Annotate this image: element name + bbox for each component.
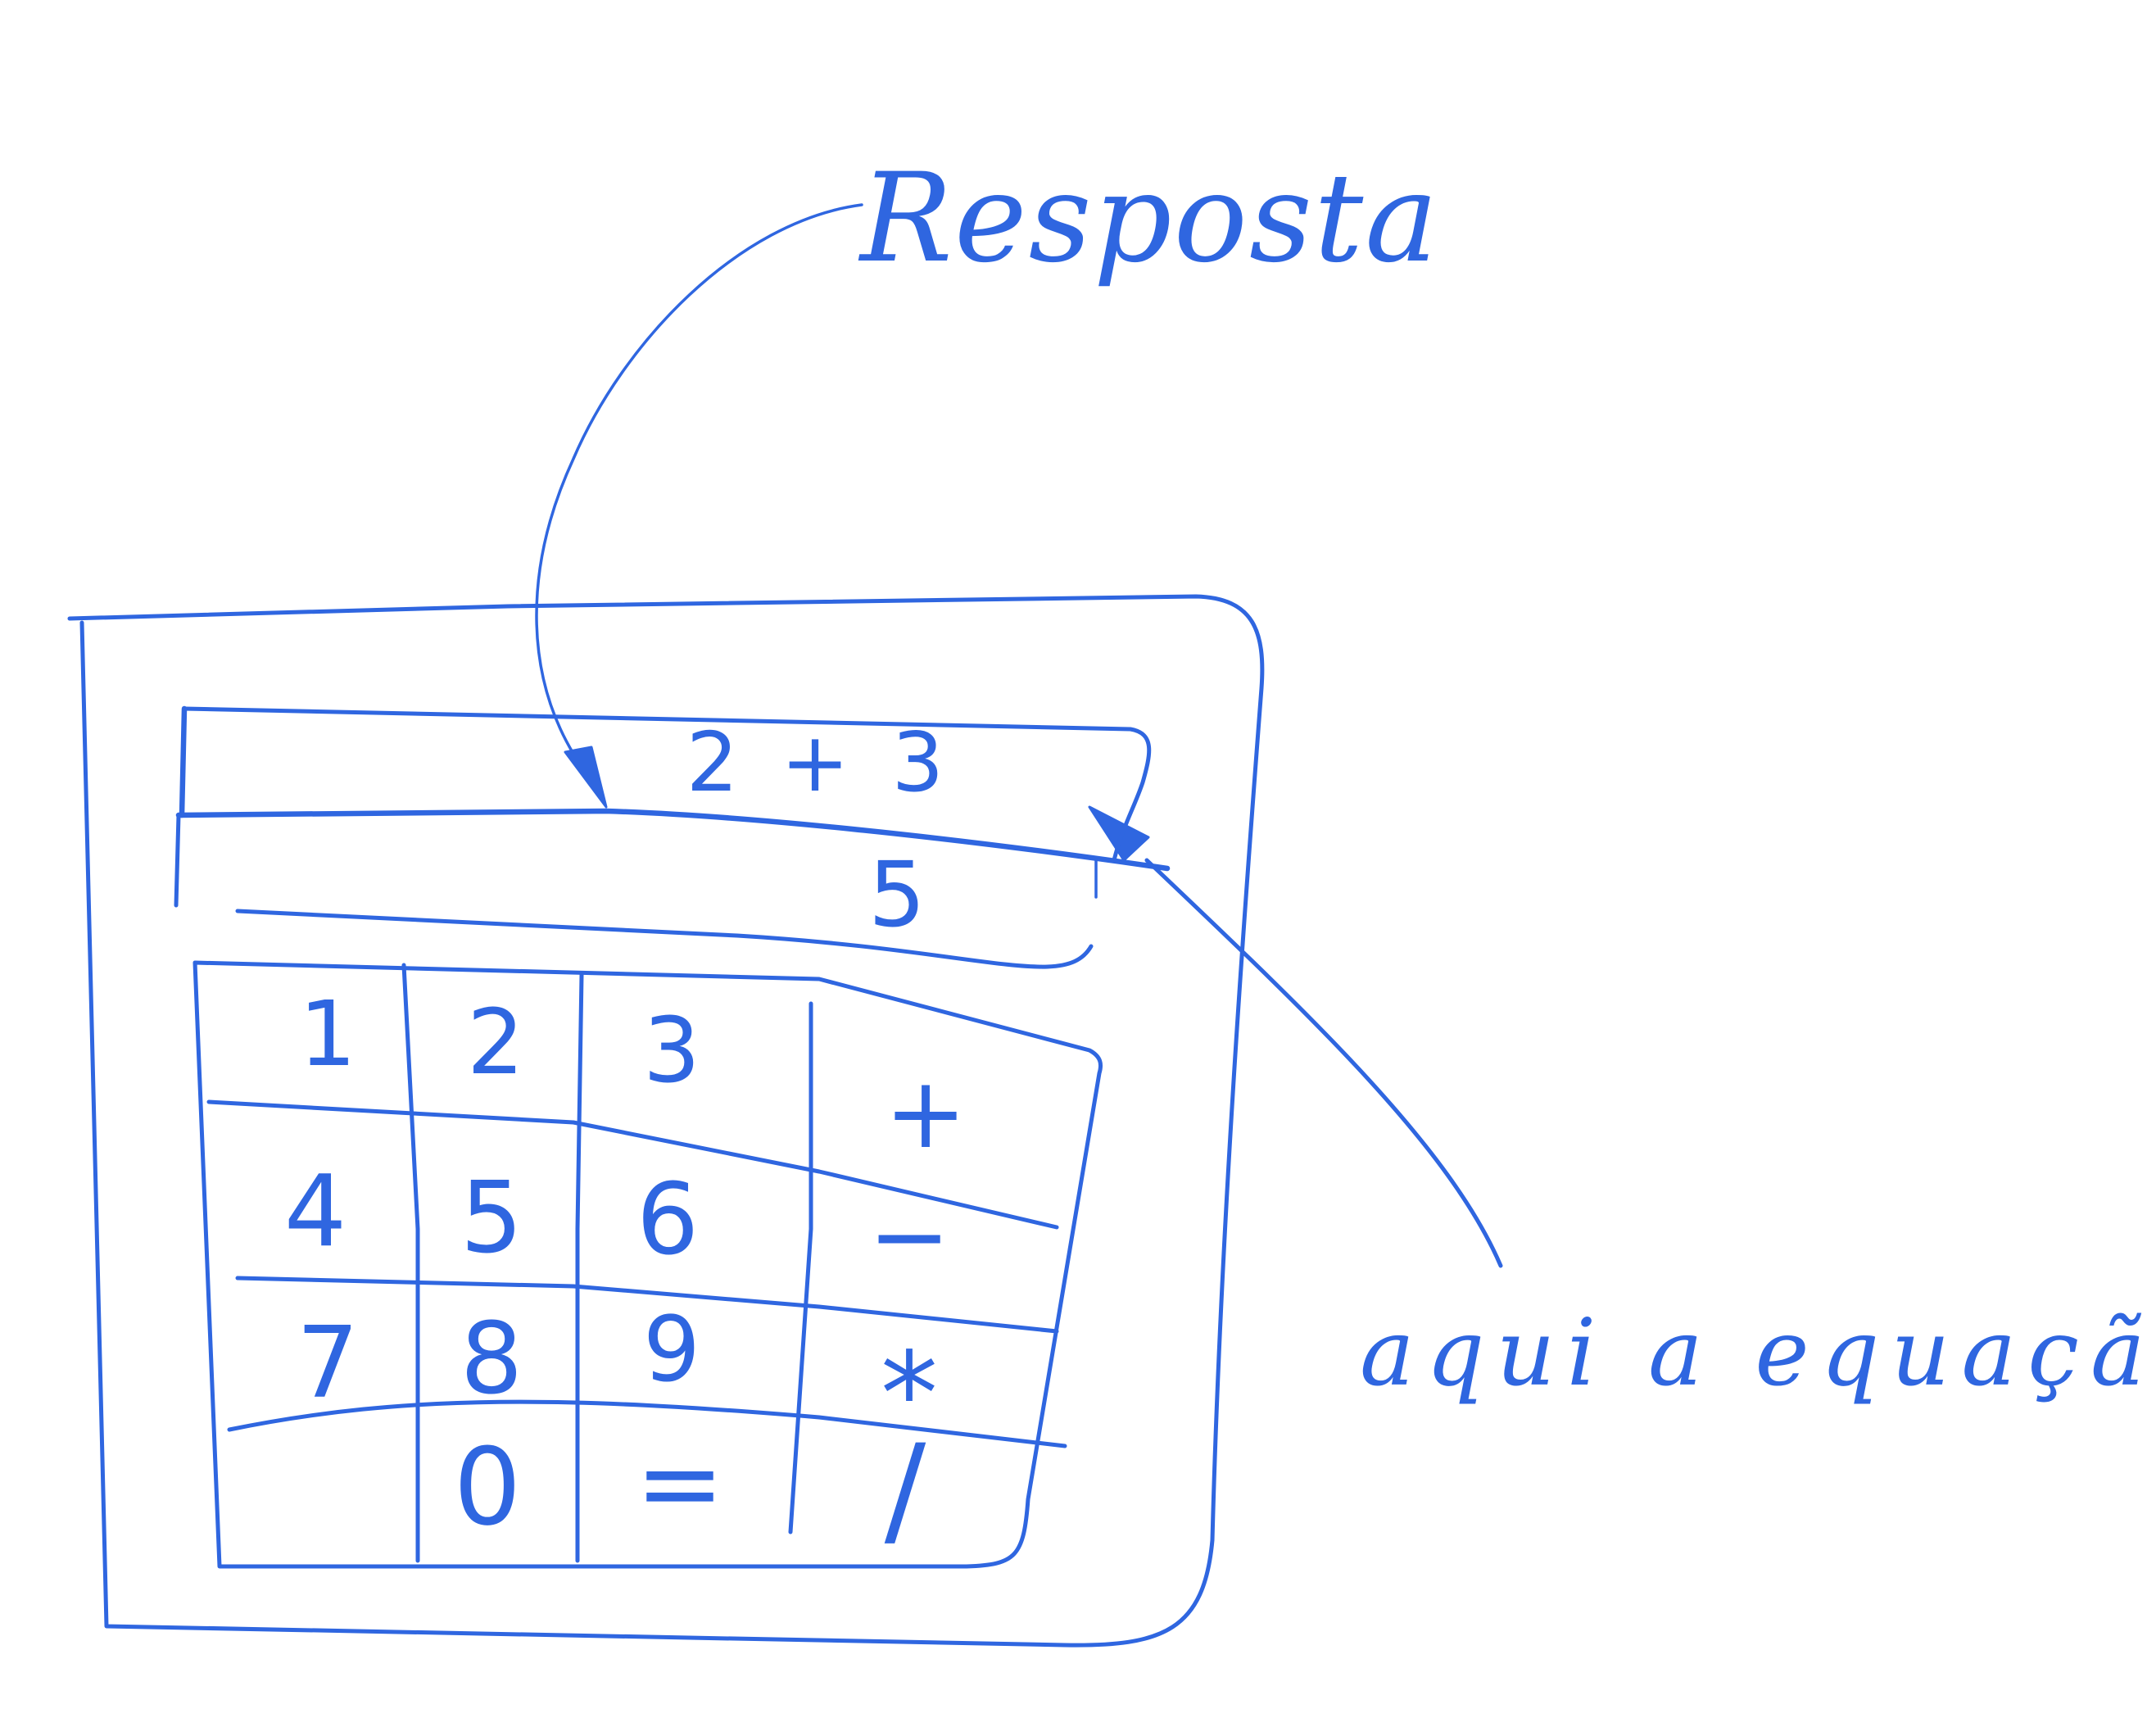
equacao-arrow-line bbox=[1144, 858, 1503, 1268]
keypad-col-divider-3 bbox=[788, 1001, 813, 1534]
key-1[interactable]: 1 bbox=[299, 981, 356, 1086]
key-9[interactable]: 9 bbox=[643, 1297, 700, 1402]
key-minus[interactable]: − bbox=[868, 1180, 951, 1294]
result-text: 5 bbox=[868, 842, 926, 947]
keypad-row-divider-3 bbox=[227, 1399, 1067, 1448]
result-display-left bbox=[174, 813, 181, 908]
key-7[interactable]: 7 bbox=[297, 1307, 359, 1421]
key-multiply[interactable]: * bbox=[881, 1328, 938, 1462]
resposta-arrowhead bbox=[564, 746, 608, 809]
key-equals[interactable]: = bbox=[636, 1421, 725, 1545]
equacao-arrowhead bbox=[1088, 805, 1150, 862]
key-plus[interactable]: + bbox=[885, 1057, 967, 1171]
keypad-row-divider-1 bbox=[206, 1099, 1059, 1230]
key-2[interactable]: 2 bbox=[467, 990, 524, 1095]
equation-display-top-left bbox=[179, 705, 188, 818]
equation-display-bottom bbox=[175, 808, 1171, 872]
equation-display bbox=[182, 706, 1152, 863]
key-3[interactable]: 3 bbox=[643, 998, 700, 1103]
annotation-resposta: Resposta bbox=[858, 147, 1440, 290]
annotation-equacao: aqui a equação bbox=[1360, 1300, 2156, 1407]
key-4[interactable]: 4 bbox=[284, 1155, 346, 1269]
key-8[interactable]: 8 bbox=[460, 1303, 523, 1417]
result-display-bottom bbox=[235, 909, 1094, 969]
key-divide[interactable]: / bbox=[885, 1419, 926, 1562]
resposta-arrow-line bbox=[535, 203, 863, 755]
keypad-col-divider-1 bbox=[401, 963, 420, 1563]
keypad-col-divider-2 bbox=[575, 972, 584, 1563]
keypad-row-divider-2 bbox=[235, 1276, 1059, 1334]
key-5[interactable]: 5 bbox=[460, 1162, 523, 1276]
key-0[interactable]: 0 bbox=[454, 1425, 522, 1549]
keypad-border bbox=[192, 960, 1103, 1569]
keypad: 1 2 3 + 4 5 6 − 7 8 9 * 0 = / bbox=[284, 981, 967, 1562]
calculator-body bbox=[67, 594, 1265, 1648]
equation-text: 2 + 3 bbox=[686, 714, 953, 810]
key-6[interactable]: 6 bbox=[636, 1163, 699, 1277]
